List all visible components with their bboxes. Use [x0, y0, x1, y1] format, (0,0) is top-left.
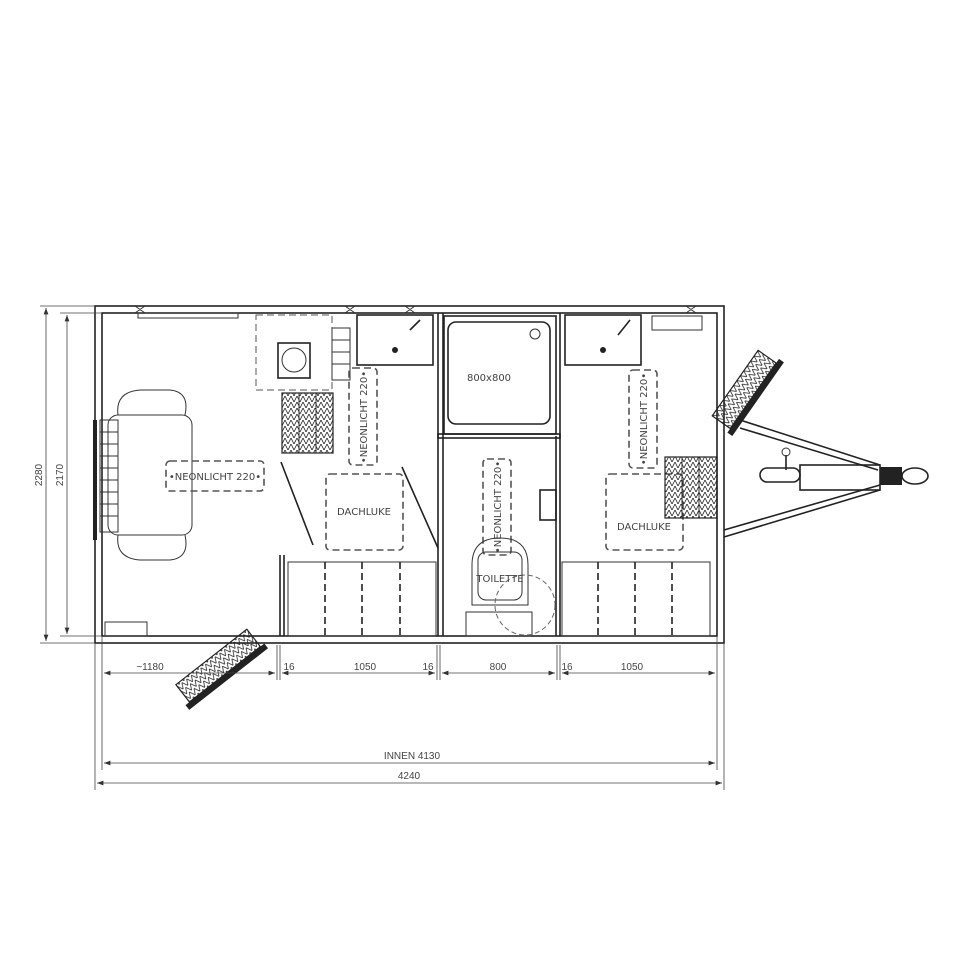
roof-hatch-right — [605, 473, 684, 551]
partition-walls — [279, 313, 561, 636]
dim-height-outer: 2280 — [34, 463, 45, 486]
neon-mid-label: •NEONLICHT 220• — [359, 371, 370, 463]
hatched-step-right — [664, 456, 718, 519]
shower-size-label: 800x800 — [467, 373, 511, 384]
dim-seg-3: 1050 — [354, 662, 377, 673]
neon-toilet-label: •NEONLICHT 220• — [493, 461, 504, 553]
ceiling-light-mid — [348, 367, 378, 466]
dim-height-inner: 2170 — [55, 463, 66, 486]
tow-hitch — [723, 419, 929, 538]
cabinets-right — [561, 561, 711, 637]
cabinets-left — [287, 561, 437, 637]
dim-outer-length: 4240 — [398, 771, 421, 782]
entry-step-bottom — [175, 628, 269, 710]
ceiling-light-toilet — [482, 458, 512, 556]
dim-seg-2: 16 — [283, 662, 295, 673]
dim-inner-length: INNEN 4130 — [384, 751, 441, 762]
hatched-step-left — [281, 392, 334, 454]
toilet-label: TOILETTE — [475, 574, 523, 585]
ceiling-light-living — [165, 460, 265, 492]
door-swing — [280, 461, 439, 549]
dimension-lines — [40, 305, 725, 790]
roof-hatch-left — [325, 473, 404, 551]
entry-step-right — [711, 349, 784, 437]
shower — [443, 315, 557, 435]
dim-seg-5: 800 — [490, 662, 507, 673]
washbasin-small — [539, 489, 557, 521]
dim-seg-4: 16 — [422, 662, 434, 673]
dining-table — [99, 389, 193, 561]
heater — [104, 621, 148, 637]
dim-seg-6: 16 — [561, 662, 573, 673]
neon-right-label: •NEONLICHT 220• — [639, 373, 650, 465]
dachluke-right-label: DACHLUKE — [617, 522, 671, 533]
ceiling-light-right — [628, 369, 658, 469]
neon-living-label: •NEONLICHT 220• — [169, 472, 261, 483]
dim-seg-7: 1050 — [621, 662, 644, 673]
dim-seg-1: ~1180 — [136, 662, 164, 673]
dachluke-left-label: DACHLUKE — [337, 507, 391, 518]
toilet — [465, 537, 556, 637]
sink-left — [356, 314, 434, 366]
sink-right — [564, 314, 703, 366]
appliance-unit — [255, 314, 351, 391]
